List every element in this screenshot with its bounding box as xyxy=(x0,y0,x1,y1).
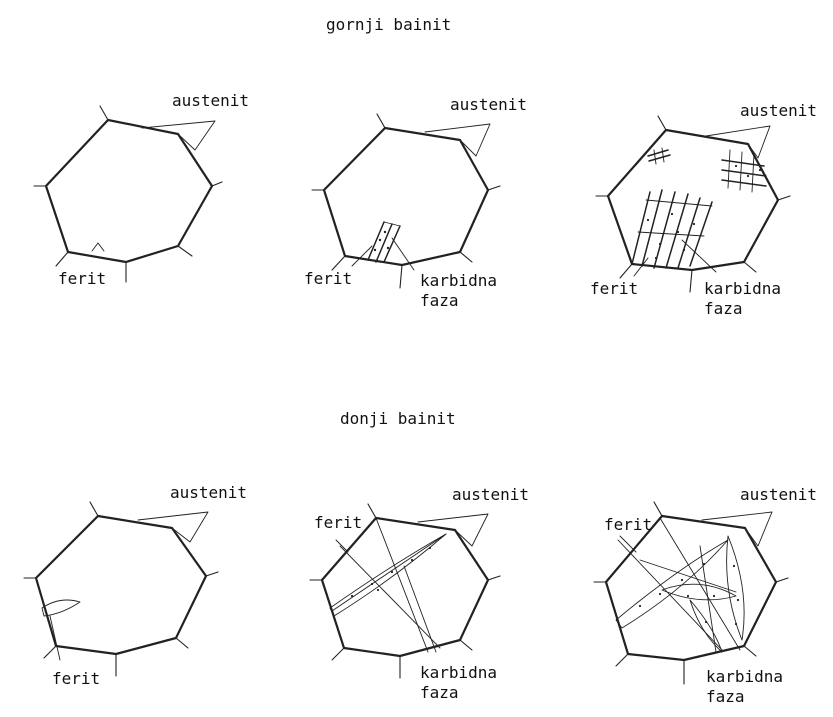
austenite-label: austenit xyxy=(452,485,529,504)
carbide-label-line1: karbidna xyxy=(420,663,497,682)
austenite-pointer xyxy=(702,512,772,546)
austenite-grain xyxy=(24,502,218,676)
ferrite-needle xyxy=(42,600,80,616)
austenite-grain xyxy=(312,114,500,288)
ferrite-nucleus xyxy=(92,243,104,251)
panel-upper-3: austenit ferit karbidna faza xyxy=(590,101,817,318)
carbide-label-line1: karbidna xyxy=(704,279,781,298)
carbide-label-line2: faza xyxy=(706,687,745,706)
panel-upper-1: austenit ferit xyxy=(34,91,249,288)
panel-lower-2: austenit ferit karbidna faza xyxy=(310,485,529,702)
ferrite-colony-right xyxy=(722,150,766,192)
carbide-label-line2: faza xyxy=(420,683,459,702)
austenite-label: austenit xyxy=(172,91,249,110)
panel-lower-1: austenit ferit xyxy=(24,483,247,688)
row-title-upper-bainite: gornji bainit xyxy=(326,15,451,34)
label-leaders xyxy=(634,240,716,276)
ferrite-plates xyxy=(616,518,744,652)
ferrite-label: ferit xyxy=(590,279,638,298)
ferrite-label: ferit xyxy=(304,269,352,288)
carbide-label-line2: faza xyxy=(704,299,743,318)
label-leader xyxy=(336,540,348,552)
austenite-label: austenit xyxy=(170,483,247,502)
carbide-label-line1: karbidna xyxy=(706,667,783,686)
austenite-label: austenit xyxy=(740,101,817,120)
austenite-label: austenit xyxy=(450,95,527,114)
carbide-label-line1: karbidna xyxy=(420,271,497,290)
ferrite-label: ferit xyxy=(58,269,106,288)
ferrite-colony-large xyxy=(632,190,712,268)
panel-upper-2: austenit ferit karbidna faza xyxy=(304,95,527,310)
row-title-lower-bainite: donji bainit xyxy=(340,409,456,428)
panel-lower-3: austenit ferit karbidna faza xyxy=(594,485,817,706)
ferrite-colony-small xyxy=(648,148,670,164)
carbide-label-line2: faza xyxy=(420,291,459,310)
ferrite-label: ferit xyxy=(604,515,652,534)
label-leader xyxy=(50,616,60,660)
ferrite-label: ferit xyxy=(52,669,100,688)
austenite-grain xyxy=(34,106,222,282)
ferrite-plates xyxy=(330,518,446,652)
austenite-label: austenit xyxy=(740,485,817,504)
austenite-pointer xyxy=(138,512,208,542)
ferrite-label: ferit xyxy=(314,513,362,532)
